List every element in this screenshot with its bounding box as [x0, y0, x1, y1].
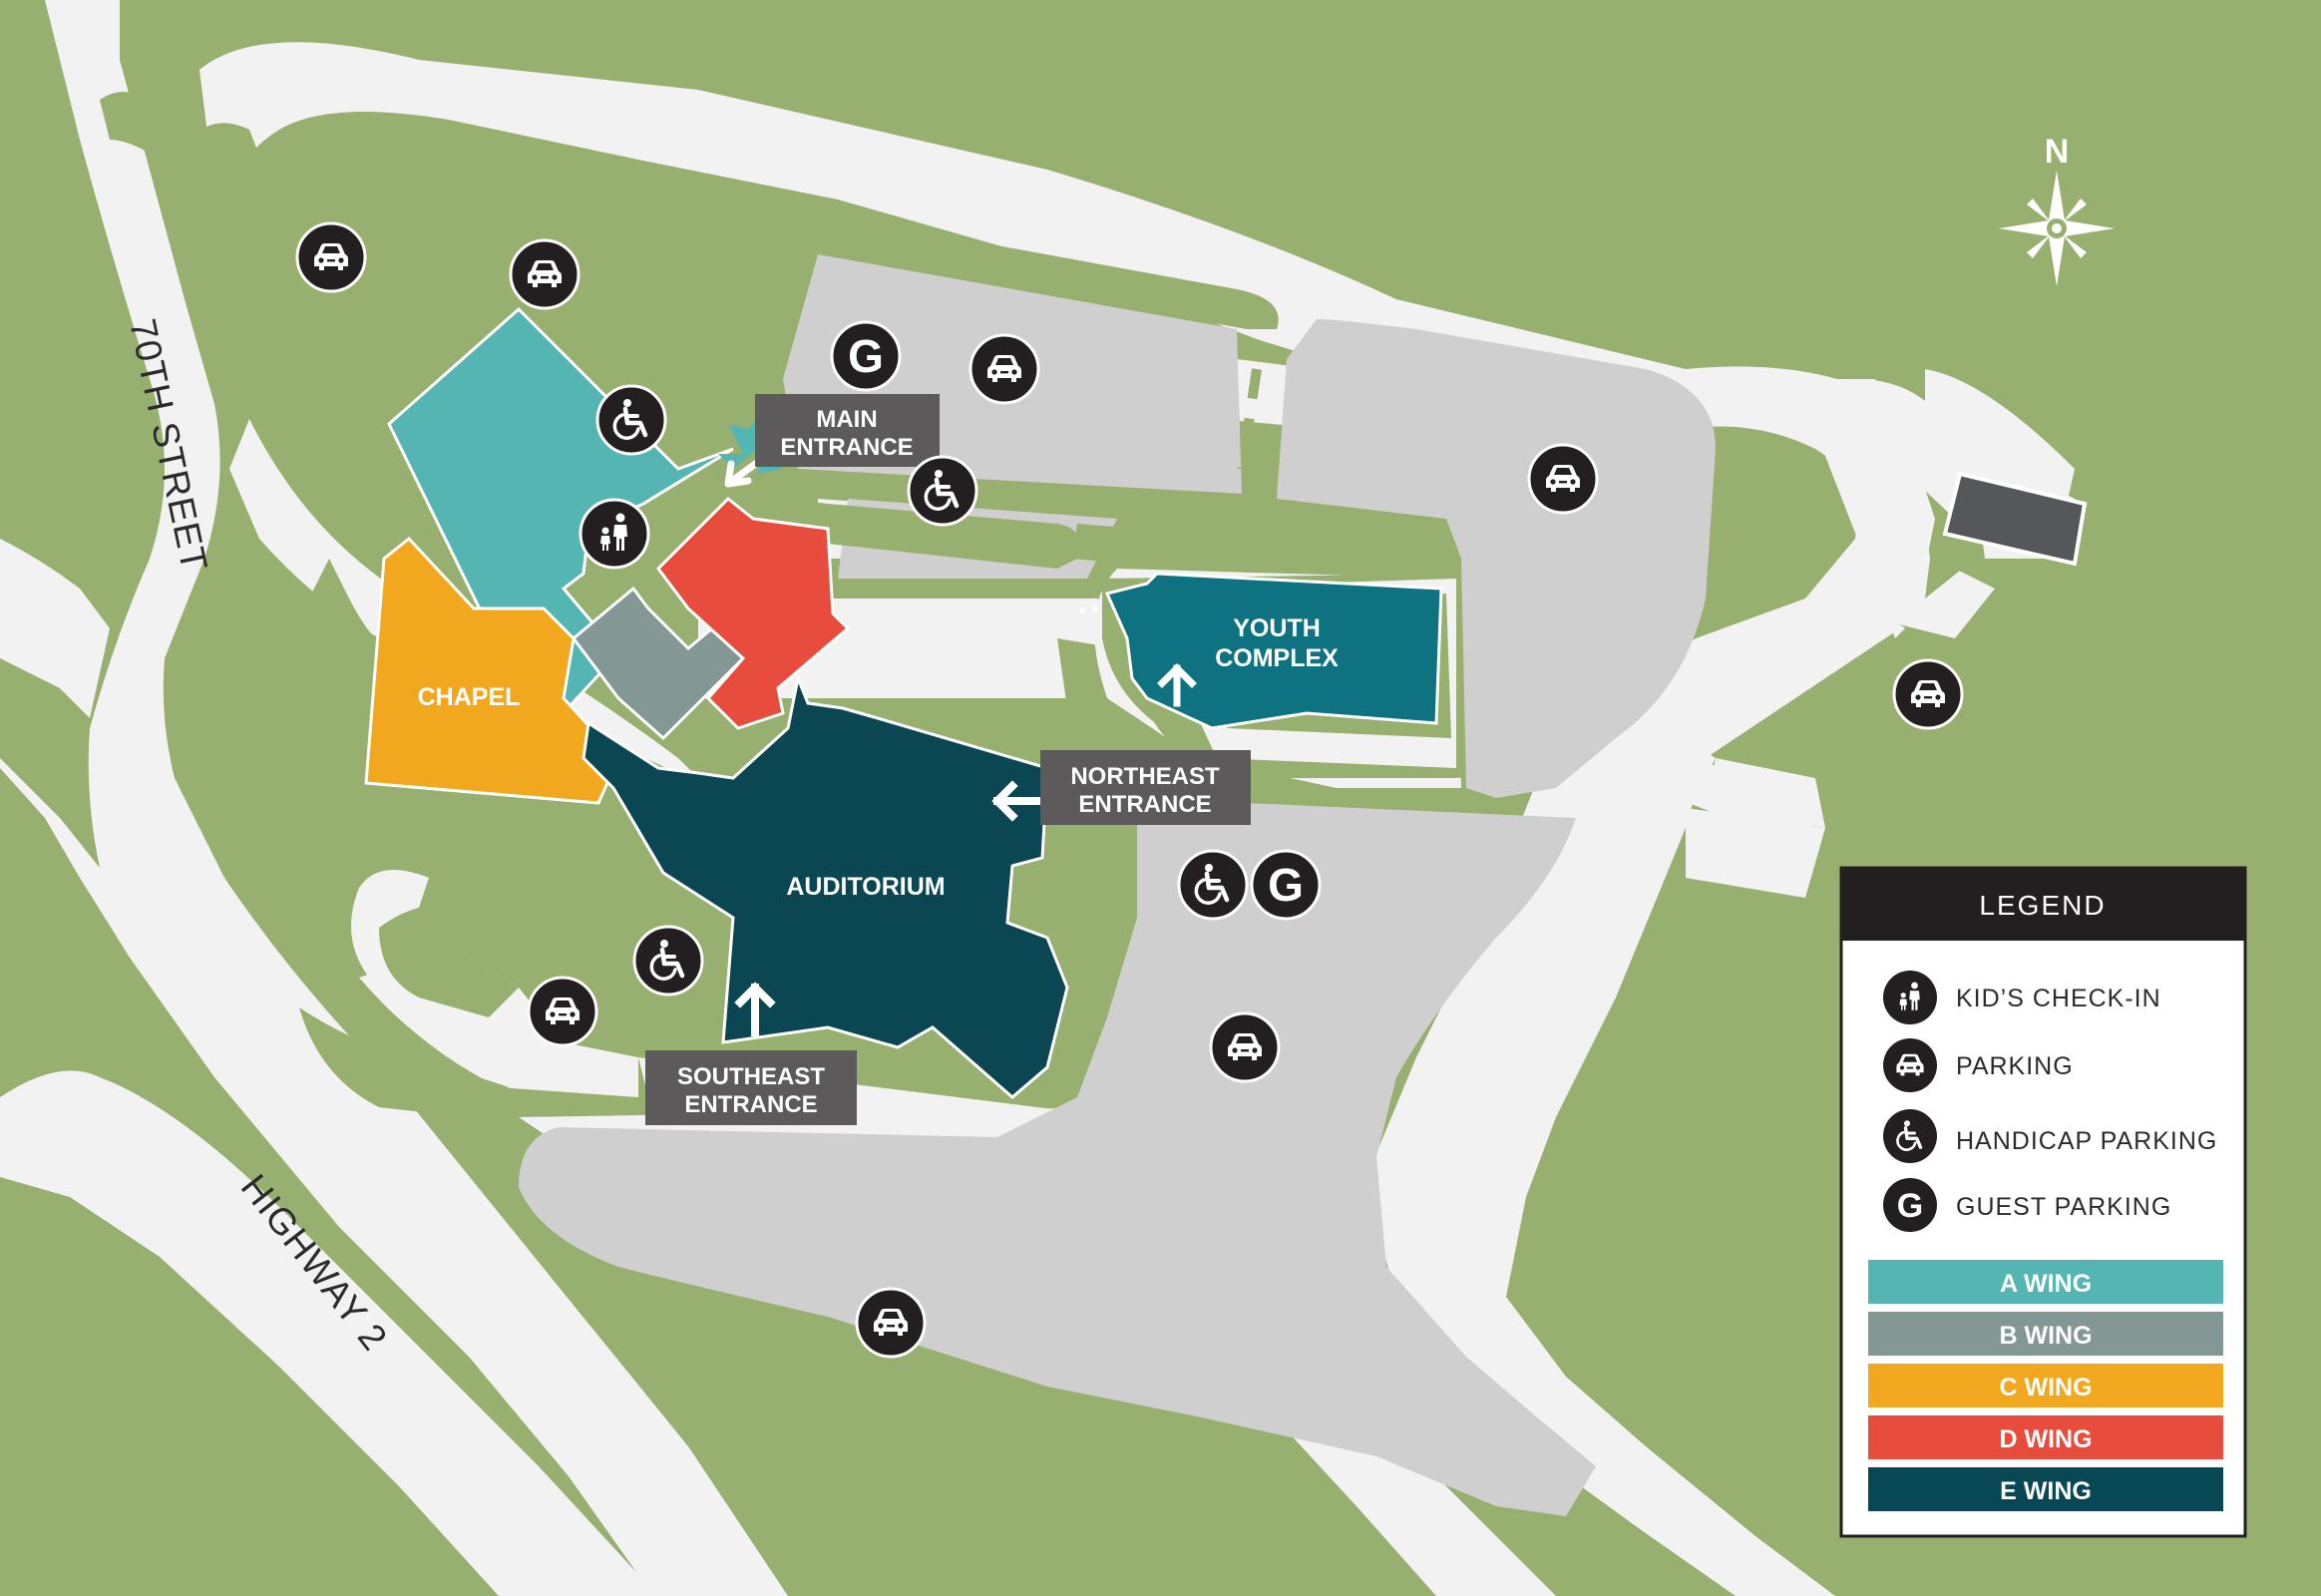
southeast-entrance[interactable]: SOUTHEAST ENTRANCE	[645, 982, 857, 1125]
legend-item-guest: G	[1883, 1178, 1937, 1232]
legend-wings: A WING B WING C WING D WING E WING	[1868, 1260, 2223, 1511]
legend-title: LEGEND	[1979, 890, 2106, 921]
handicap-marker[interactable]	[632, 925, 704, 997]
parking-marker[interactable]	[1892, 658, 1964, 730]
parking-marker[interactable]	[968, 333, 1040, 405]
legend-header	[1841, 868, 2245, 941]
c-wing-building	[364, 536, 620, 805]
parking-marker[interactable]	[509, 238, 580, 310]
legend-wing-b	[1868, 1312, 2223, 1356]
compass: N	[1999, 133, 2115, 286]
legend-item-kids-checkin	[1883, 971, 1937, 1024]
compass-north-label: N	[2045, 133, 2070, 171]
northeast-entrance[interactable]: NORTHEAST ENTRANCE	[991, 750, 1251, 825]
handicap-marker[interactable]	[907, 455, 978, 527]
legend-label-parking: PARKING	[1956, 1052, 2074, 1080]
legend-wing-a-label: A WING	[2000, 1270, 2092, 1298]
legend-wing-c-label: C WING	[1999, 1374, 2092, 1401]
legend-label-guest: GUEST PARKING	[1956, 1193, 2171, 1221]
guest-marker[interactable]: G	[830, 320, 902, 392]
outbuilding	[1942, 471, 2088, 567]
guest-markers: G G	[830, 320, 1322, 921]
legend-wing-e-label: E WING	[2000, 1477, 2092, 1505]
kids-checkin-marker[interactable]	[579, 498, 650, 570]
road-highway-2	[0, 1070, 658, 1596]
youth-complex-label-line2: COMPLEX	[1215, 644, 1339, 672]
guest-g-icon: G	[1897, 1187, 1923, 1225]
legend: LEGEND KID’S CHECK-IN PARKING HANDICAP P…	[1839, 866, 2247, 1538]
parking-markers	[295, 221, 1964, 1359]
handicap-markers	[595, 384, 1249, 997]
guest-g-icon: G	[1268, 859, 1304, 911]
southeast-entrance-label-line2: ENTRANCE	[684, 1091, 817, 1118]
d-wing-building	[656, 496, 851, 730]
main-entrance-label-line1: MAIN	[816, 406, 877, 433]
parking-marker[interactable]	[855, 1287, 927, 1359]
main-entrance[interactable]: MAIN ENTRANCE	[718, 394, 940, 488]
northeast-entrance-box	[1040, 750, 1251, 825]
parking-marker[interactable]	[1527, 443, 1599, 515]
road-north-loop	[199, 42, 1937, 1596]
legend-wing-c	[1868, 1364, 2223, 1407]
northeast-entrance-label-line2: ENTRANCE	[1078, 791, 1211, 818]
handicap-marker[interactable]	[1177, 849, 1249, 921]
guest-g-icon: G	[848, 330, 884, 382]
legend-wing-d-label: D WING	[1999, 1425, 2092, 1453]
road-70th-street	[0, 0, 788, 1596]
southeast-entrance-arrow	[734, 982, 776, 1036]
handicap-marker[interactable]	[595, 384, 667, 456]
parking-lot-northeast	[1277, 319, 1716, 798]
parking-marker[interactable]	[1209, 1011, 1281, 1083]
parking-marker[interactable]	[295, 221, 367, 293]
southeast-entrance-label-line1: SOUTHEAST	[677, 1063, 825, 1090]
legend-label-kids-checkin: KID’S CHECK-IN	[1956, 985, 2161, 1012]
guest-marker[interactable]: G	[1250, 849, 1322, 921]
legend-wing-d	[1868, 1415, 2223, 1459]
auditorium-label: AUDITORIUM	[786, 873, 945, 901]
parking-lot-south	[519, 798, 1596, 1516]
parking-marker[interactable]	[527, 976, 598, 1047]
legend-wing-e	[1868, 1467, 2223, 1511]
chapel-label: CHAPEL	[418, 683, 521, 711]
youth-complex-label-line1: YOUTH	[1233, 614, 1321, 642]
northeast-entrance-label-line1: NORTHEAST	[1070, 763, 1220, 790]
northeast-entrance-arrow	[991, 780, 1046, 822]
legend-item-parking	[1883, 1038, 1937, 1092]
legend-item-handicap	[1883, 1109, 1937, 1163]
legend-wing-b-label: B WING	[1999, 1322, 2092, 1350]
youth-complex-entrance[interactable]	[1079, 605, 1197, 707]
buildings	[364, 306, 2088, 1099]
southeast-entrance-box	[645, 1050, 857, 1125]
main-entrance-box	[755, 394, 940, 467]
legend-wing-a	[1868, 1260, 2223, 1304]
legend-label-handicap: HANDICAP PARKING	[1956, 1127, 2217, 1155]
youth-complex-building	[1104, 572, 1443, 730]
main-entrance-label-line2: ENTRANCE	[780, 434, 913, 461]
youth-entrance-arrow	[1157, 663, 1197, 707]
e-wing-building	[581, 672, 1069, 1099]
